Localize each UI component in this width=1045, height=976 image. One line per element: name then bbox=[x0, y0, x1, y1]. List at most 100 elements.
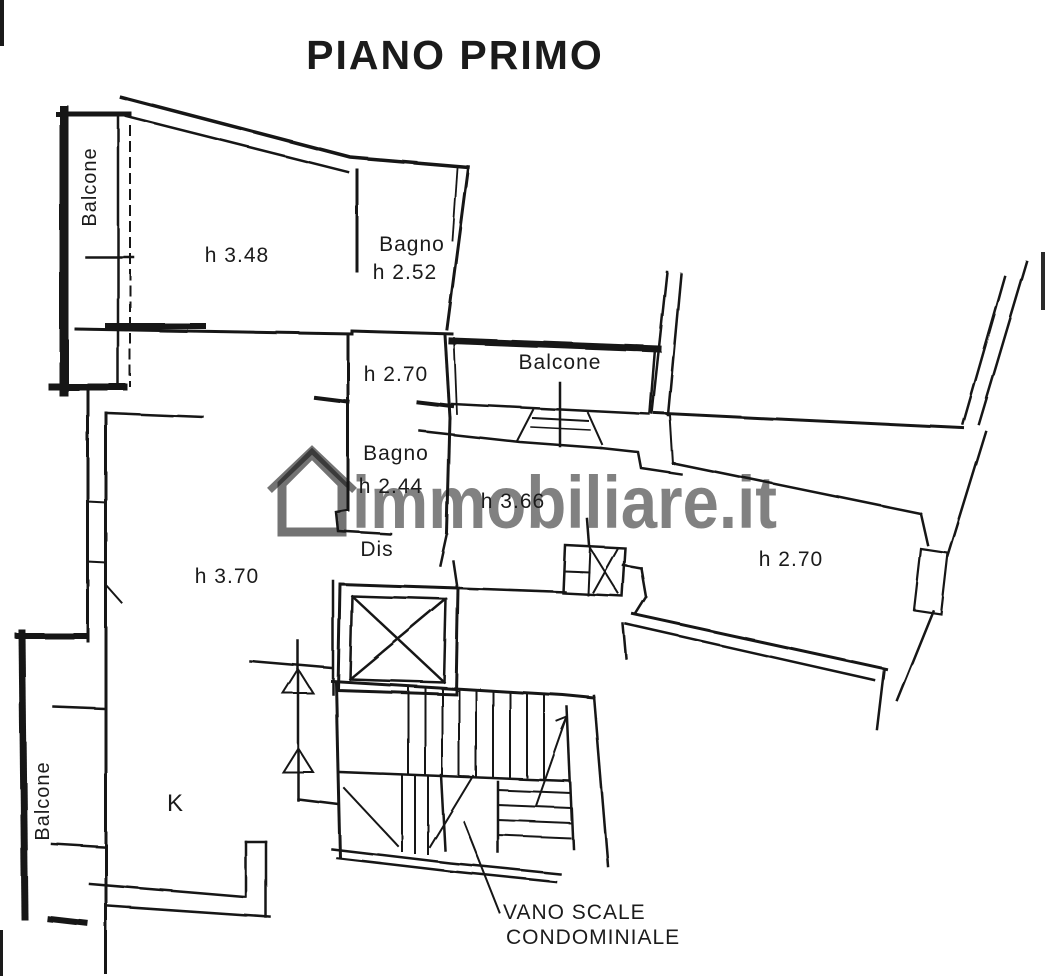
wall-segment bbox=[919, 512, 930, 547]
wall-segment bbox=[18, 629, 29, 921]
wall-segment bbox=[338, 770, 570, 783]
wall-segment bbox=[496, 788, 572, 795]
label-balcone-bottom: Balcone bbox=[32, 761, 54, 840]
wall-segment bbox=[74, 327, 354, 336]
main-left-wall bbox=[86, 388, 205, 975]
wall-segment bbox=[336, 582, 460, 696]
wall-segment bbox=[313, 395, 351, 405]
label-bagno2-height: h 2.44 bbox=[359, 475, 423, 498]
wall-segment bbox=[1041, 252, 1045, 310]
wall-segment bbox=[342, 786, 400, 848]
wall-segment bbox=[106, 411, 205, 419]
wall-segment bbox=[599, 446, 683, 476]
label-vano-scale-2: CONDOMINIALE bbox=[506, 926, 680, 949]
balcony-bottom-left bbox=[15, 629, 106, 927]
wall-segment bbox=[330, 847, 562, 876]
walls bbox=[15, 94, 1029, 975]
service-shaft bbox=[451, 517, 648, 615]
wall-segment bbox=[563, 569, 591, 574]
wall-segment bbox=[0, 930, 3, 976]
interior-walls bbox=[74, 165, 470, 919]
wall-segment bbox=[438, 531, 449, 567]
label-balcone-top: Balcone bbox=[79, 147, 101, 226]
label-vano-scale-1: VANO SCALE bbox=[503, 901, 646, 924]
wall-segment bbox=[86, 560, 108, 565]
wall-segment bbox=[631, 612, 888, 671]
label-balcone-mid: Balcone bbox=[519, 351, 602, 374]
wall-segment bbox=[653, 411, 965, 430]
wall-segment bbox=[496, 833, 572, 840]
wall-segment bbox=[334, 681, 342, 860]
outer-top-wall bbox=[118, 94, 470, 174]
labels: PIANO PRIMO Balcone h 3.48 Bagno h 2.52 … bbox=[32, 32, 823, 949]
wall-segment bbox=[334, 508, 393, 536]
wall-segment bbox=[439, 773, 447, 852]
wall-segment bbox=[267, 445, 357, 493]
wall-segment bbox=[330, 679, 596, 700]
wall-segment bbox=[335, 856, 558, 884]
wall-segment bbox=[88, 882, 247, 899]
watermark-text: immobiliare.it bbox=[352, 461, 777, 544]
label-right-room-height: h 2.70 bbox=[759, 548, 823, 571]
wall-segment bbox=[124, 114, 350, 174]
wall-segment bbox=[496, 818, 572, 825]
label-bagno1: Bagno bbox=[379, 233, 445, 256]
wall-segment bbox=[650, 270, 669, 415]
label-dis: Dis bbox=[360, 538, 393, 561]
wall-segment bbox=[106, 904, 272, 919]
wall-segment bbox=[451, 167, 458, 241]
wall-segment bbox=[621, 622, 628, 660]
wall-segment bbox=[591, 547, 619, 594]
wall-segment bbox=[46, 915, 89, 927]
wall-segment bbox=[585, 517, 591, 547]
wall-segment bbox=[530, 426, 591, 431]
wall-segment bbox=[671, 461, 923, 516]
wall-segment bbox=[961, 275, 1007, 426]
label-h366: h 3.66 bbox=[481, 490, 545, 513]
label-bagno2: Bagno bbox=[363, 442, 429, 465]
wall-segment bbox=[561, 543, 627, 598]
wall-segment bbox=[0, 0, 4, 46]
wall-segment bbox=[912, 547, 950, 616]
wall-segment bbox=[624, 622, 876, 682]
wall-segment bbox=[586, 544, 592, 597]
balcony-middle bbox=[418, 337, 662, 450]
wall-segment bbox=[586, 411, 604, 446]
wall-segment bbox=[281, 746, 315, 773]
wall-segment bbox=[456, 586, 567, 594]
page-title: PIANO PRIMO bbox=[306, 32, 604, 78]
wall-segment bbox=[648, 347, 657, 414]
wall-segment bbox=[118, 94, 470, 169]
wall-segment bbox=[248, 659, 334, 670]
wall-segment bbox=[415, 399, 455, 409]
wall-segment bbox=[555, 715, 569, 723]
wall-segment bbox=[565, 705, 575, 850]
label-h370: h 3.70 bbox=[195, 565, 259, 588]
leader-line bbox=[462, 820, 502, 915]
wall-segment bbox=[104, 583, 124, 605]
wall-segment bbox=[496, 803, 572, 810]
wall-segment bbox=[50, 842, 106, 849]
wall-segment bbox=[666, 272, 683, 417]
wall-segment bbox=[281, 667, 315, 694]
wall-segment bbox=[296, 797, 340, 806]
wall-segment bbox=[86, 500, 108, 505]
wall-segment bbox=[450, 402, 651, 416]
right-wing-walls bbox=[599, 260, 1029, 731]
door-swings bbox=[281, 667, 315, 773]
wall-segment bbox=[668, 413, 675, 466]
wall-segment bbox=[621, 563, 643, 570]
wall-segment bbox=[451, 559, 459, 590]
wall-segment bbox=[52, 705, 106, 711]
label-h348: h 3.48 bbox=[205, 244, 269, 267]
wall-segment bbox=[592, 694, 610, 868]
wall-segment bbox=[895, 609, 935, 702]
wall-segment bbox=[977, 260, 1029, 426]
wall-segment bbox=[445, 165, 470, 331]
wall-segment bbox=[418, 429, 603, 450]
wall-segment bbox=[348, 597, 448, 681]
wall-segment bbox=[453, 337, 458, 415]
label-corridor-height: h 2.70 bbox=[364, 363, 428, 386]
